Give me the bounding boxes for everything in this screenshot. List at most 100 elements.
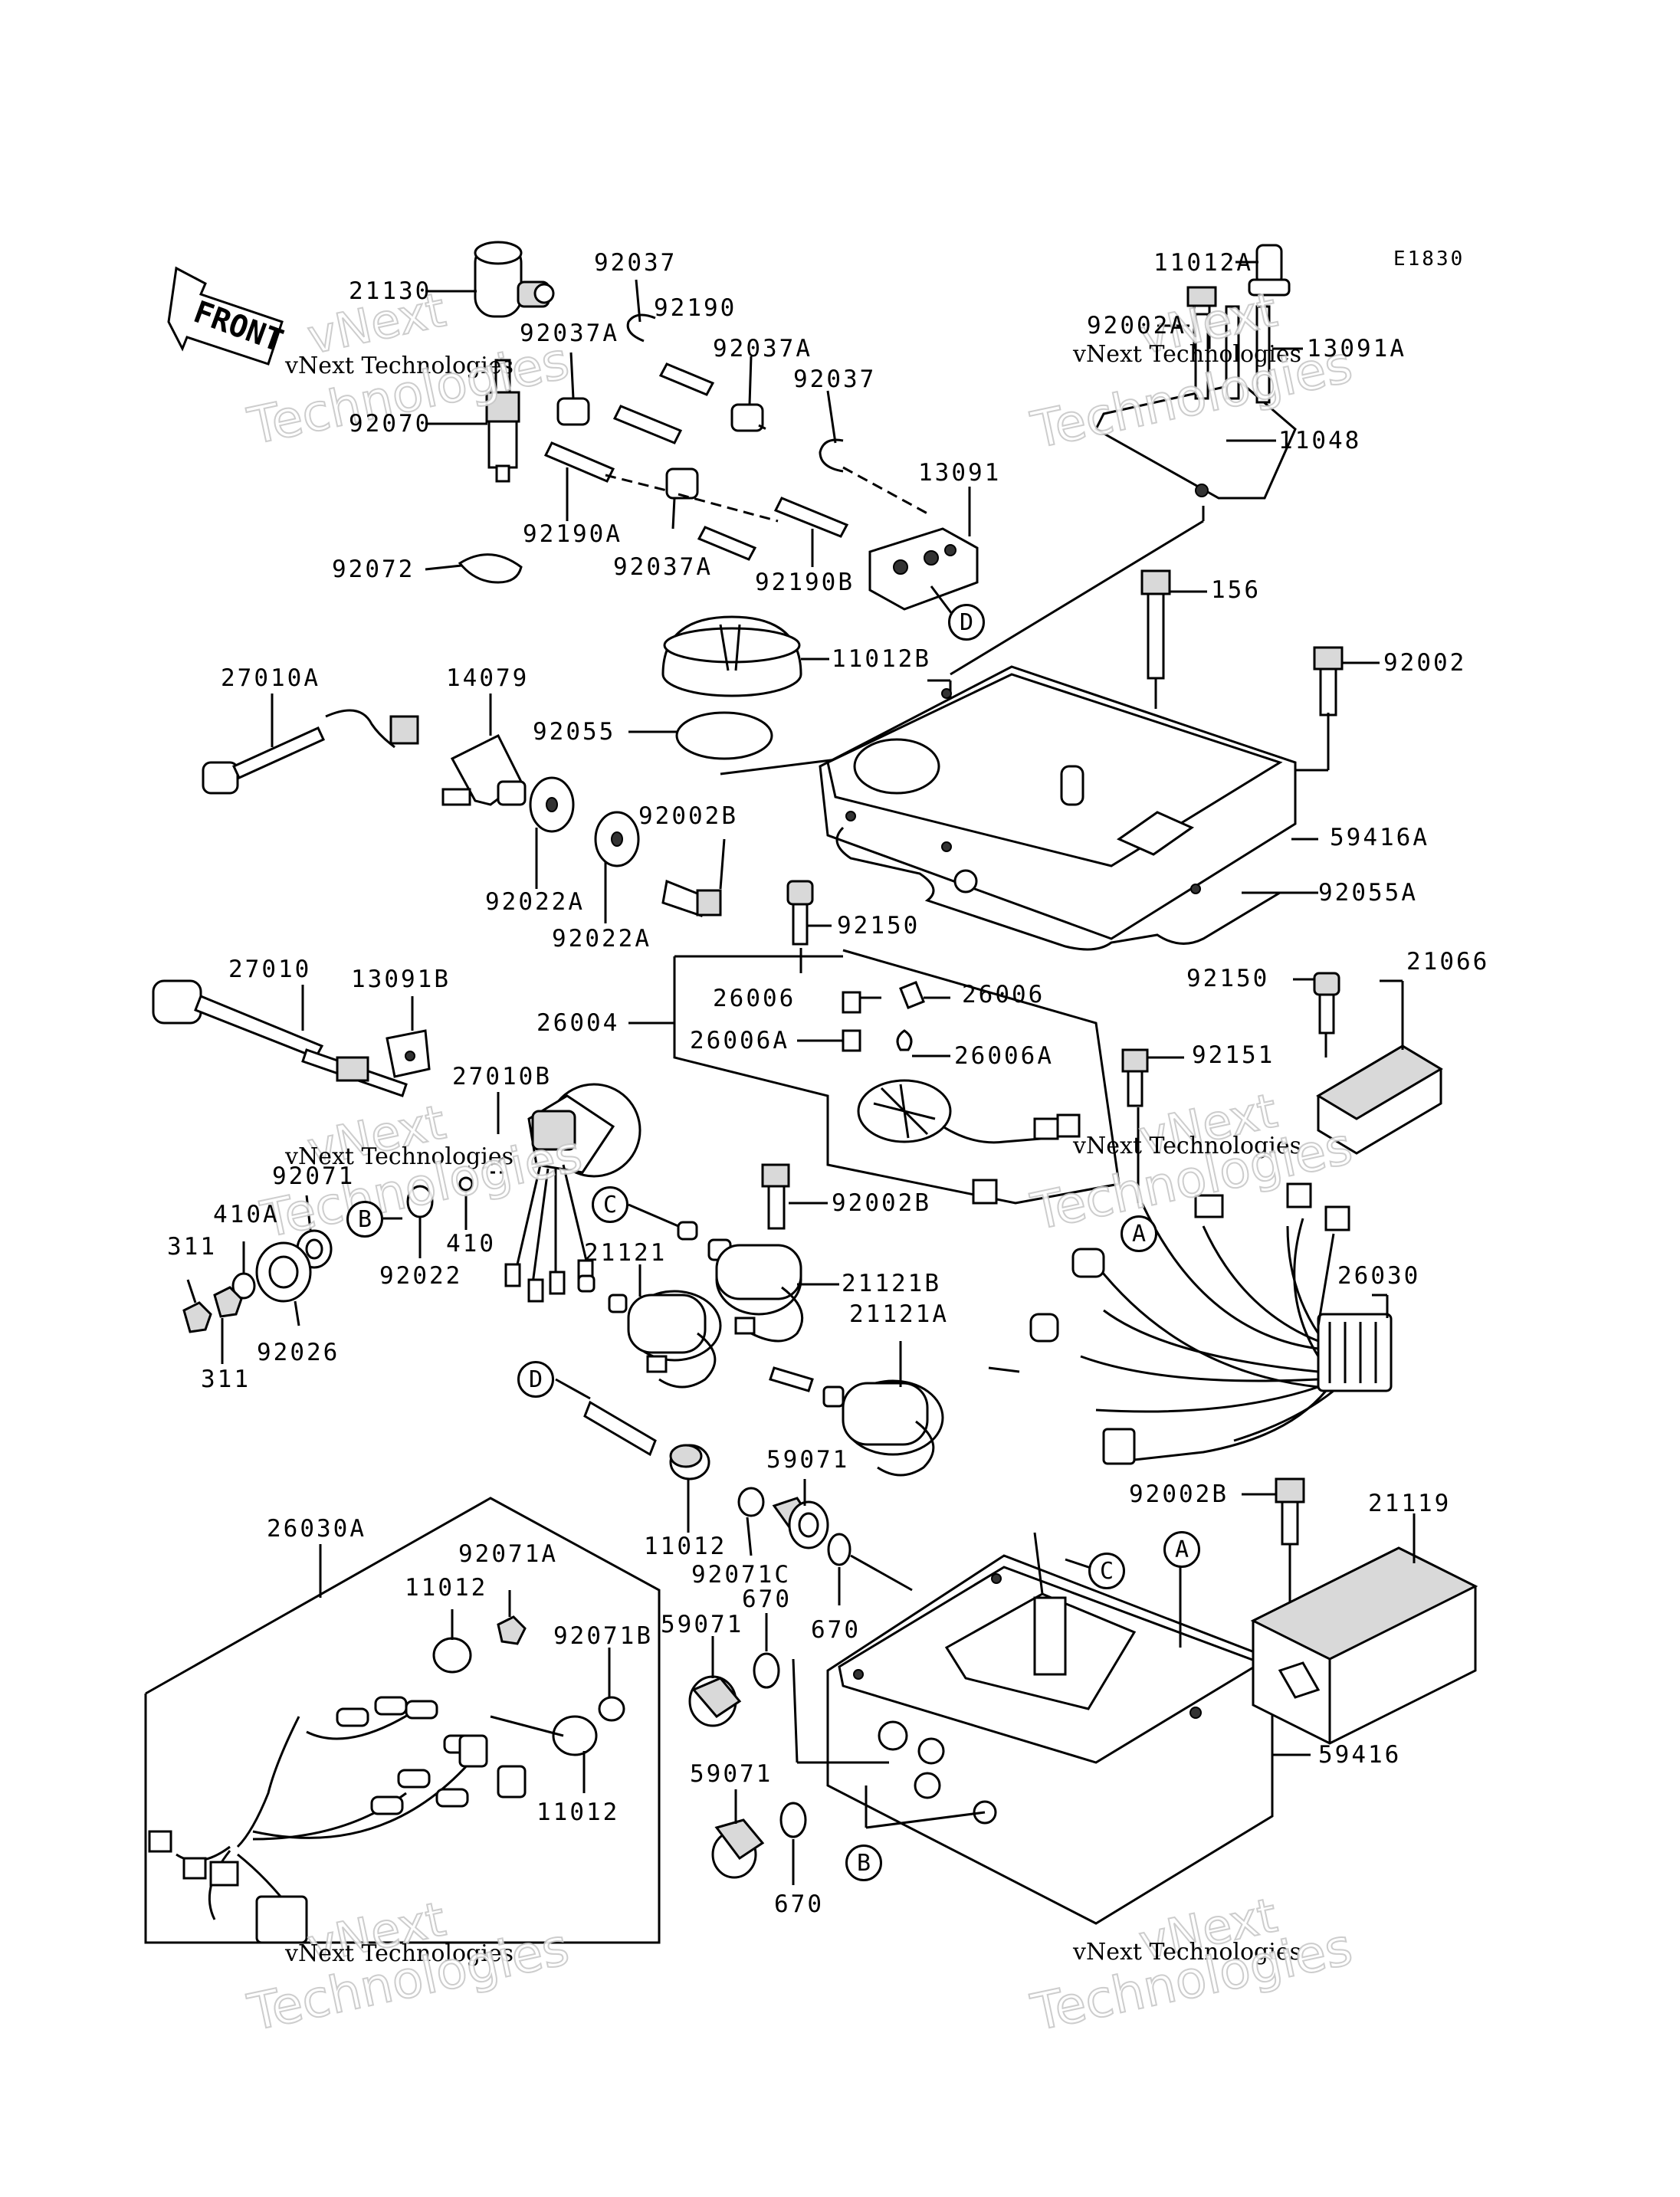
part-label-92071C: 92071C — [691, 1561, 791, 1589]
part-label-92072: 92072 — [332, 556, 415, 583]
part-label-59416A: 59416A — [1330, 824, 1429, 851]
o-ring-icon — [827, 1533, 851, 1566]
part-label-26006: 26006 — [713, 985, 796, 1012]
part-label-92071B: 92071B — [553, 1622, 653, 1650]
fuse-icon — [842, 991, 861, 1014]
gasket-icon — [835, 826, 1281, 951]
subassembly-frame — [144, 1497, 661, 1944]
part-label-92071: 92071 — [272, 1162, 356, 1190]
part-label-59071: 59071 — [661, 1611, 744, 1638]
part-label-410: 410 — [446, 1230, 496, 1258]
part-label-11012: 11012 — [644, 1533, 727, 1560]
ignition-coil-icon — [769, 1366, 944, 1477]
clip-icon — [819, 438, 844, 473]
part-label-26006A: 26006A — [690, 1027, 789, 1054]
hose-icon — [543, 362, 849, 561]
part-label-92022: 92022 — [379, 1262, 463, 1290]
ignition-coil-icon — [577, 1274, 722, 1389]
part-label-27010: 27010 — [228, 956, 312, 983]
part-label-92022A: 92022A — [485, 888, 585, 916]
watermark-text: vNext Technologies — [1073, 1939, 1302, 1966]
part-label-311: 311 — [167, 1233, 217, 1261]
part-label-59071: 59071 — [766, 1446, 850, 1474]
reference-marker-c: C — [592, 1186, 628, 1223]
reference-marker-d: D — [948, 604, 985, 641]
plug-cap-icon — [432, 1637, 472, 1674]
part-label-11048: 11048 — [1278, 427, 1362, 454]
holder-icon — [868, 527, 979, 611]
fuse-box-icon — [857, 1079, 1081, 1205]
part-label-14079: 14079 — [446, 664, 530, 692]
temperature-sensor-icon — [202, 709, 419, 795]
part-label-156: 156 — [1211, 576, 1261, 604]
fitting-icon — [688, 1675, 742, 1727]
part-label-92026: 92026 — [257, 1339, 340, 1366]
part-label-92190B: 92190B — [755, 569, 855, 596]
part-label-92055: 92055 — [533, 718, 616, 746]
bolt-icon — [1275, 1477, 1305, 1546]
fitting-icon — [772, 1497, 829, 1549]
part-label-92037: 92037 — [594, 249, 678, 277]
part-label-27010B: 27010B — [452, 1063, 552, 1090]
part-label-92037: 92037 — [793, 366, 877, 393]
electric-case-icon — [826, 1554, 1274, 1925]
spark-plug-icon — [485, 359, 520, 483]
part-label-59416: 59416 — [1318, 1741, 1402, 1769]
part-label-92002: 92002 — [1383, 649, 1467, 677]
part-label-92190: 92190 — [654, 294, 737, 322]
part-label-11012: 11012 — [536, 1799, 620, 1826]
part-label-670: 670 — [774, 1890, 824, 1918]
part-label-11012A: 11012A — [1153, 249, 1253, 277]
cable-band-icon — [458, 553, 523, 584]
part-label-26006: 26006 — [962, 981, 1045, 1008]
clamp-icon — [665, 467, 699, 500]
part-label-670: 670 — [742, 1585, 792, 1613]
part-label-21119: 21119 — [1368, 1490, 1452, 1517]
switch-assembly-icon — [504, 1083, 641, 1303]
grommet-icon — [497, 1615, 527, 1645]
part-label-13091: 13091 — [918, 459, 1002, 487]
bolt-icon — [761, 1163, 790, 1230]
part-label-27010A: 27010A — [221, 664, 320, 692]
part-label-92151: 92151 — [1192, 1041, 1275, 1069]
spark-plug-cap-icon — [474, 241, 555, 318]
part-label-670: 670 — [811, 1616, 861, 1644]
fitting-icon — [441, 733, 527, 806]
ignition-coil-icon — [715, 1244, 804, 1343]
part-label-92002B: 92002B — [638, 802, 738, 830]
part-label-92055A: 92055A — [1318, 879, 1418, 907]
plug-cap-icon — [552, 1715, 598, 1756]
fuse-icon — [896, 1029, 913, 1051]
part-label-21121: 21121 — [584, 1239, 668, 1267]
bolt-icon — [1313, 972, 1340, 1035]
cap-plug-icon — [1248, 244, 1291, 297]
watermark-text: vNext Technologies — [1073, 1133, 1302, 1159]
part-label-92037A: 92037A — [520, 320, 619, 347]
part-label-311: 311 — [201, 1366, 251, 1393]
fuse-icon — [899, 981, 925, 1009]
part-label-410A: 410A — [213, 1201, 280, 1228]
part-label-92022A: 92022A — [552, 925, 651, 953]
part-label-92037A: 92037A — [613, 553, 713, 581]
grommet-icon — [737, 1487, 765, 1517]
reference-marker-a: A — [1163, 1531, 1200, 1568]
nut-icon — [182, 1301, 212, 1333]
reference-marker-b: B — [845, 1844, 882, 1881]
part-label-21121A: 21121A — [849, 1300, 949, 1328]
o-ring-icon — [753, 1652, 780, 1689]
part-label-92002A: 92002A — [1087, 312, 1186, 339]
bolt-icon — [661, 879, 722, 917]
part-label-92071A: 92071A — [458, 1540, 558, 1568]
part-label-92037A: 92037A — [713, 335, 812, 362]
sub-harness-icon — [148, 1696, 527, 1944]
nut-icon — [213, 1286, 243, 1318]
clamp-icon — [730, 403, 764, 432]
part-label-21066: 21066 — [1406, 948, 1490, 976]
pickup-sensor-icon — [152, 979, 408, 1097]
watermark-text: vNext Technologies — [285, 1143, 514, 1170]
watermark-text: vNext Technologies — [285, 1940, 514, 1967]
part-label-92070: 92070 — [349, 410, 432, 438]
watermark-text: vNext Technologies — [285, 353, 514, 379]
reference-marker-b: B — [346, 1201, 383, 1238]
